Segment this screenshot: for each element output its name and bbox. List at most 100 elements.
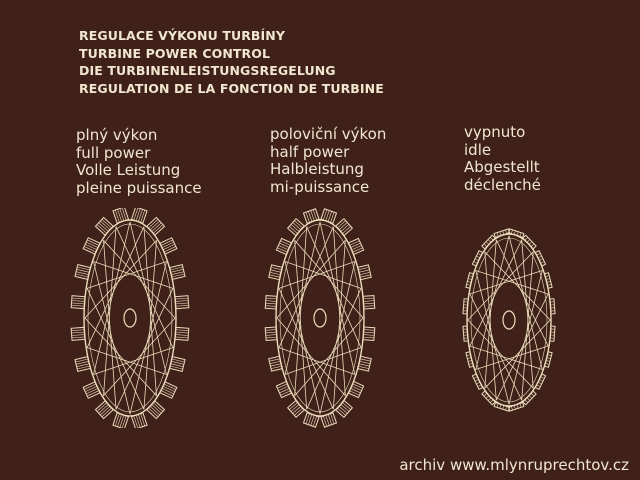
wheel-blade [264, 295, 278, 310]
wheel-spoke [475, 270, 549, 295]
wheel-spoke [306, 288, 362, 410]
wheel-blade [268, 355, 283, 372]
diagram-title: REGULACE VÝKONU TURBÍNY TURBINE POWER CO… [79, 27, 384, 97]
wheel-spoke [84, 240, 157, 319]
label-french: mi-puissance [270, 177, 370, 196]
wheel-rim [466, 233, 552, 407]
wheel-blade [275, 380, 293, 399]
wheel-spoke [469, 293, 523, 401]
wheel-blade [70, 326, 86, 341]
wheel-blade [268, 264, 283, 281]
wheel-spoke [284, 221, 321, 375]
label-french: pleine puissance [76, 178, 202, 197]
wheel-blade [465, 272, 474, 289]
wheel-blade [275, 237, 293, 256]
wheel-spoke [294, 240, 364, 319]
wheel-spoke [294, 317, 364, 396]
wheel-spoke [86, 347, 167, 375]
wheel-spoke [129, 261, 167, 415]
wheel-blade [462, 325, 469, 342]
wheel-blade [534, 250, 547, 267]
wheel-blade [286, 218, 305, 237]
title-czech: REGULACE VÝKONU TURBÍNY [79, 28, 286, 43]
wheel-blade [112, 208, 130, 224]
label-english: full power [76, 143, 151, 162]
wheel-blade [302, 208, 320, 224]
wheel-blade [174, 295, 190, 310]
wheel-spoke [143, 240, 157, 410]
wheel-hub [502, 310, 516, 330]
wheel-blade [357, 355, 372, 372]
wheel-blade [320, 412, 338, 428]
wheel-spoke [495, 293, 549, 401]
idle-label: vypnuto idle Abgestellt déclenché [464, 123, 541, 194]
wheel-spoke [508, 270, 543, 405]
wheel-spoke [284, 347, 362, 375]
wheel-blade [335, 218, 354, 237]
wheel-blade [168, 264, 186, 280]
wheel-spoke [93, 261, 174, 289]
wheel-blade [481, 234, 496, 250]
wheel-blade [522, 390, 537, 406]
wheel-spoke [467, 319, 534, 389]
wheel-blade [130, 412, 148, 428]
wheel-blade [335, 399, 354, 418]
wheel-spoke [86, 226, 145, 348]
wheel-spoke [495, 239, 549, 347]
wheel-spoke [319, 261, 356, 415]
wheel-spoke [278, 226, 334, 348]
wheel-hub [313, 308, 327, 328]
label-french: déclenché [464, 175, 541, 194]
wheel-spoke [278, 347, 356, 375]
wheel-drawing [70, 208, 190, 428]
wheel-spoke [103, 226, 117, 396]
idle-turbine-wheel [462, 228, 556, 412]
wheel-blade [74, 356, 92, 372]
wheel-spoke [143, 226, 157, 396]
wheel-spoke [294, 240, 308, 410]
wheel-spoke [508, 235, 543, 370]
wheel-spoke [93, 347, 174, 375]
wheel-blade [481, 390, 496, 406]
wheel-spoke [276, 317, 346, 396]
wheel-spoke [278, 288, 334, 410]
wheel-blade [94, 216, 114, 236]
wheel-spoke [115, 288, 174, 410]
wheel-spoke [294, 226, 308, 396]
wheel-blade [347, 237, 365, 256]
wheel-spoke [276, 240, 346, 319]
wheel-blade [465, 351, 474, 368]
wheel-blade [462, 298, 469, 315]
label-czech: vypnuto [464, 123, 526, 141]
wheel-spoke [129, 221, 167, 375]
wheel-blade [146, 400, 166, 420]
wheel-spoke [284, 261, 362, 289]
wheel-blade [130, 208, 148, 224]
wheel-blade [82, 381, 101, 399]
wheel-spoke [86, 261, 167, 289]
wheel-spoke [469, 345, 543, 370]
wheel-drawing [264, 208, 376, 428]
wheel-spoke [103, 317, 176, 396]
wheel-blade [471, 373, 484, 390]
wheel-spoke [469, 239, 523, 347]
wheel-blade [74, 264, 92, 280]
wheel-spoke [284, 261, 321, 415]
wheel-blade [493, 401, 511, 412]
wheel-blade [174, 326, 190, 341]
wheel-spoke [306, 226, 362, 348]
wheel-rim [83, 219, 177, 417]
wheel-blade [544, 351, 553, 368]
half-power-turbine-wheel [264, 208, 376, 428]
label-czech: poloviční výkon [270, 125, 387, 143]
label-english: half power [270, 142, 350, 161]
half-power-label: poloviční výkon half power Halbleistung … [270, 125, 387, 196]
wheel-blade [357, 264, 372, 281]
wheel-blade [507, 401, 525, 412]
wheel-blade [94, 400, 114, 420]
wheel-blade [159, 237, 178, 255]
wheel-blade [70, 295, 86, 310]
wheel-blade [549, 325, 556, 342]
wheel-spoke [115, 226, 174, 348]
full-power-label: plný výkon full power Volle Leistung ple… [76, 126, 202, 197]
